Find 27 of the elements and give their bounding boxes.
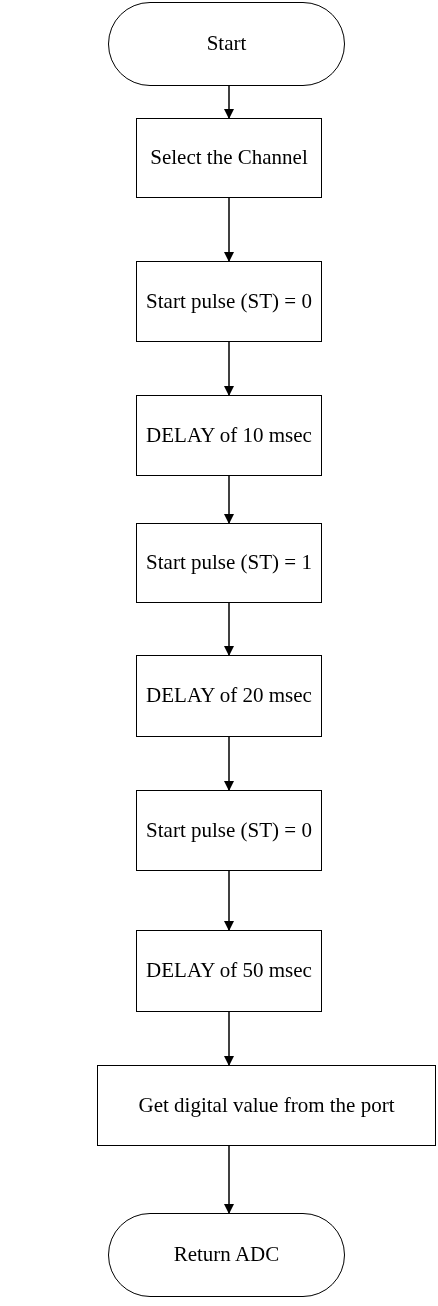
node-label: Start (206, 31, 247, 57)
node-label: Select the Channel (150, 145, 308, 171)
process-box (136, 930, 322, 1012)
process-box (97, 1065, 436, 1146)
process-box (136, 261, 322, 342)
process-box (136, 395, 322, 476)
node-label: Start pulse (ST) = 1 (146, 550, 312, 576)
node-label: DELAY of 20 msec (146, 683, 312, 709)
node-label: Start pulse (ST) = 0 (146, 288, 312, 315)
arrow (224, 341, 234, 396)
node-label: DELAY of 50 msec (146, 958, 312, 984)
node-label: Start pulse (ST) = 0 (146, 817, 312, 844)
arrow (224, 1011, 234, 1066)
process-box (136, 790, 322, 871)
arrow (224, 736, 234, 791)
arrow (224, 197, 234, 262)
arrow (224, 870, 234, 931)
process-box (136, 655, 322, 737)
arrow (224, 475, 234, 524)
node-label: Return ADC (173, 1242, 280, 1268)
node-label: DELAY of 10 msec (146, 422, 312, 449)
process-box (136, 523, 322, 603)
arrow (224, 85, 234, 119)
process-box (136, 118, 322, 198)
node-label: Get digital value from the port (138, 1092, 395, 1119)
arrow (224, 1145, 234, 1214)
arrow (224, 602, 234, 656)
